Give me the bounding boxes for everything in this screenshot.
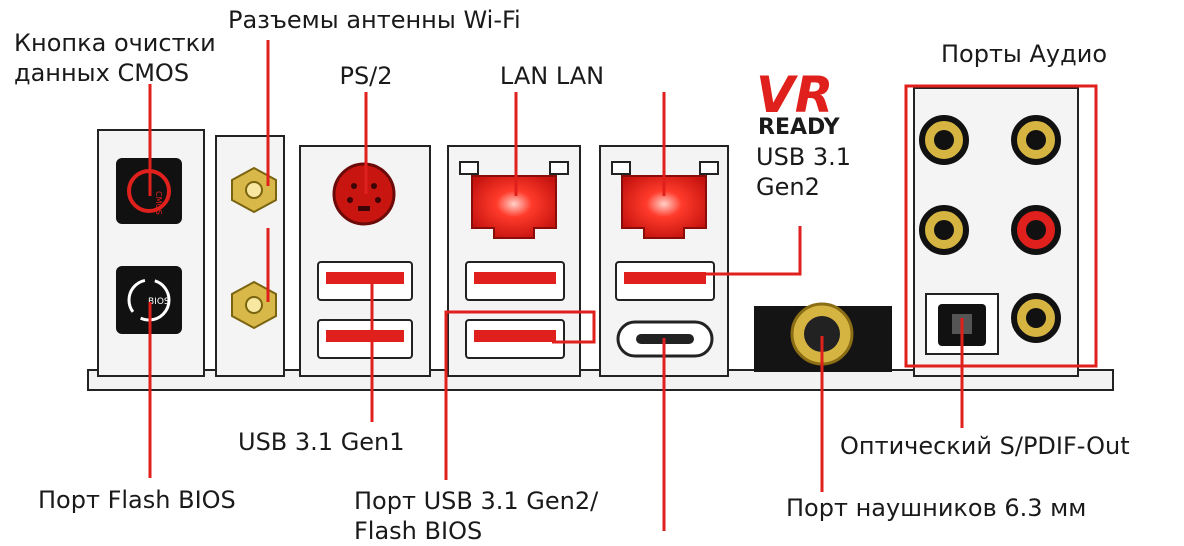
vr-logo-text: VR [756,66,833,124]
lan-port-1 [471,175,557,239]
wifi-connector-bottom [231,280,277,330]
line-usb-flash [444,310,596,480]
ready-logo-text: READY [758,115,841,140]
label-flash-bios: Порт Flash BIOS [38,486,236,514]
lan-port-2 [621,175,707,239]
flash-bios-button [116,266,182,334]
label-optical: Оптический S/PDIF-Out [840,432,1130,460]
label-usb31-gen2-top: USB 3.1 Gen2 [756,143,852,201]
label-wifi-connectors: Разъемы антенны Wi-Fi [228,6,521,34]
label-headphone: Порт наушников 6.3 мм [786,494,1087,522]
line-usb-gen2-top [662,226,802,276]
label-audio-ports: Порты Аудио [940,40,1108,68]
leader-lines [148,40,964,531]
label-lan: LAN LAN [499,62,605,90]
lan1-usb-block [447,145,581,377]
ps2-port [332,162,396,226]
rear-io-panel-diagram: CMOS BIOS [87,40,1114,531]
wifi-connector-top [231,166,277,214]
label-usb31-gen1: USB 3.1 Gen1 [238,428,405,456]
wifi-block [215,135,285,377]
label-ps2: PS/2 [339,62,393,90]
label-usb31-gen2-flash: Порт USB 3.1 Gen2/ Flash BIOS [354,487,599,545]
audio-ports-highlight [904,84,1098,368]
label-cmos-button: Кнопка очистки данных CMOS [14,29,216,87]
vr-ready-logo: VR READY [756,66,841,140]
bios-icon-text: BIOS [148,297,170,307]
cmos-icon-text: CMOS [154,191,163,215]
audio-block [904,84,1098,377]
